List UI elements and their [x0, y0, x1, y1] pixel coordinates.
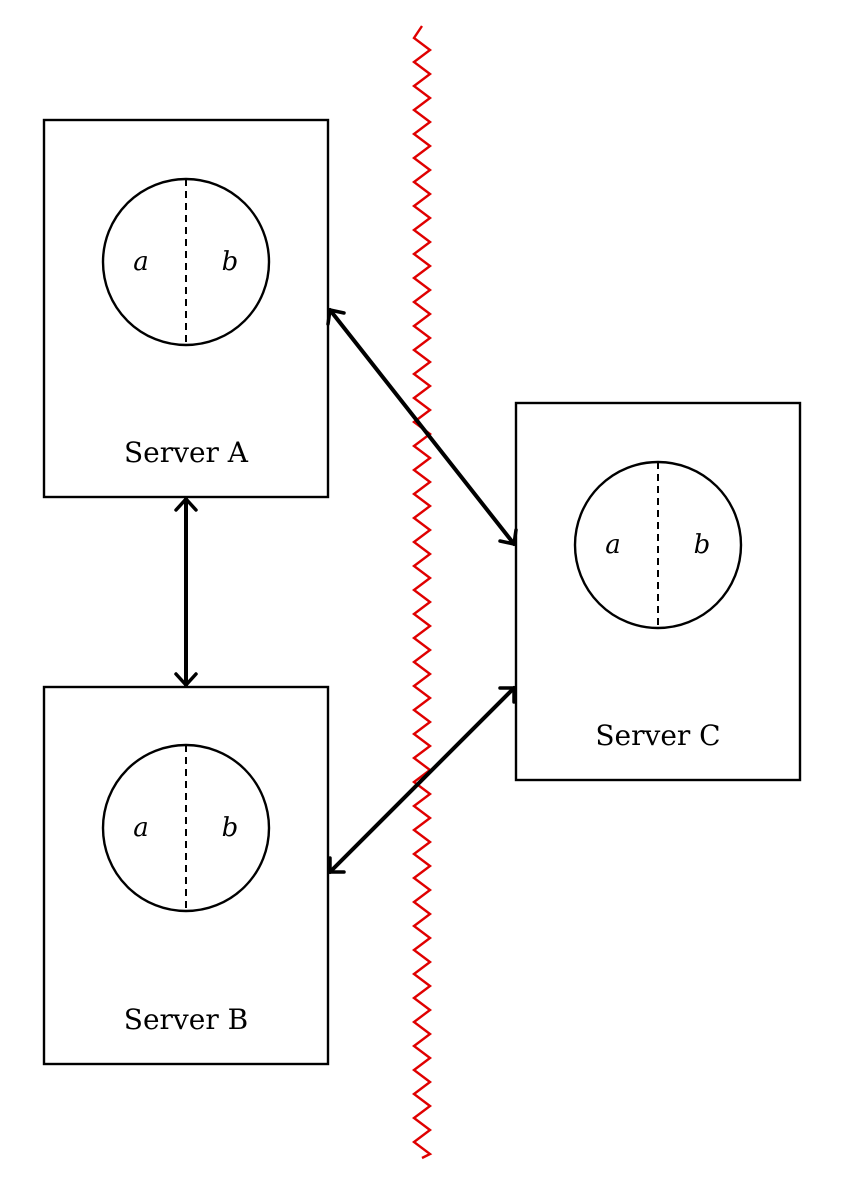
- connection-a-b: [174, 497, 198, 687]
- server-c-label: Server C: [595, 719, 720, 752]
- connection-a-b-head-top: [174, 497, 198, 512]
- connection-a-c-head-c: [498, 528, 518, 546]
- connection-a-c: [326, 308, 518, 546]
- connection-b-c-line: [328, 686, 516, 874]
- connection-b-c-head-b: [328, 856, 346, 874]
- server-a-label: Server A: [124, 436, 249, 469]
- connection-a-b-head-bottom: [174, 672, 198, 687]
- connection-b-c-head-c: [498, 686, 516, 704]
- network-partition-line: [412, 25, 433, 1160]
- connection-b-c: [328, 686, 516, 874]
- connection-a-c-line: [328, 308, 516, 546]
- server-b-var-b: b: [222, 813, 239, 843]
- connection-a-c-head-a: [326, 308, 346, 326]
- server-c: a b Server C: [514, 401, 802, 782]
- server-c-var-b: b: [694, 530, 711, 560]
- server-b-var-a: a: [133, 813, 149, 843]
- server-b-label: Server B: [124, 1003, 248, 1036]
- server-a: a b Server A: [42, 118, 330, 499]
- server-a-var-b: b: [222, 247, 239, 277]
- server-b: a b Server B: [42, 685, 330, 1066]
- server-c-var-a: a: [605, 530, 621, 560]
- server-a-var-a: a: [133, 247, 149, 277]
